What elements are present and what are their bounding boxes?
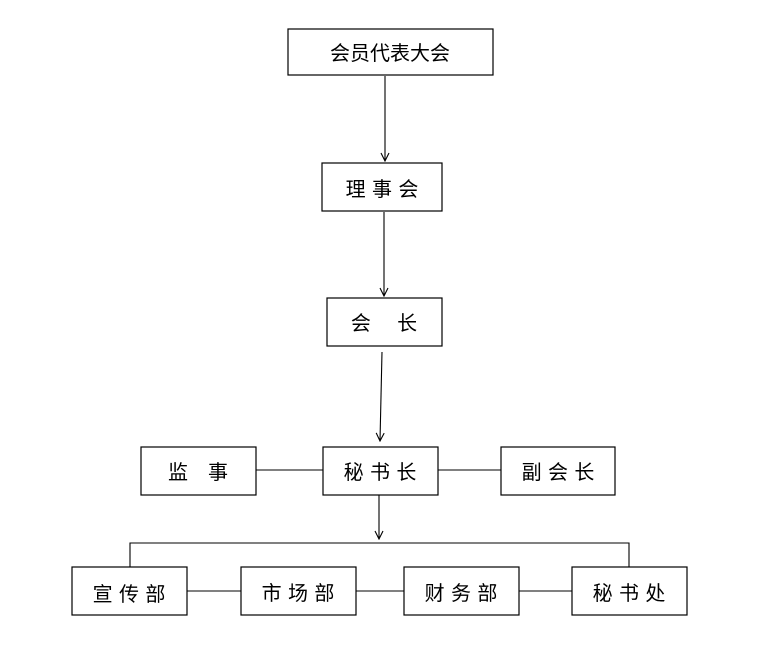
arrow-president-to-secretary-general xyxy=(380,351,382,441)
node-president: 会 长 xyxy=(326,297,443,347)
node-secretariat-label: 秘 书 处 xyxy=(593,581,666,605)
node-assembly: 会员代表大会 xyxy=(287,28,494,76)
node-council: 理 事 会 xyxy=(321,162,443,212)
node-market-dept-label: 市 场 部 xyxy=(262,581,335,605)
node-vice-president-label: 副 会 长 xyxy=(522,460,595,484)
node-market-dept: 市 场 部 xyxy=(240,566,357,616)
node-supervisor: 监 事 xyxy=(140,446,257,496)
node-publicity-dept-label: 宣 传 部 xyxy=(93,582,166,606)
node-publicity-dept: 宣 传 部 xyxy=(71,566,188,616)
node-secretary-general: 秘 书 长 xyxy=(322,446,439,496)
node-finance-dept: 财 务 部 xyxy=(403,566,520,616)
node-vice-president: 副 会 长 xyxy=(500,446,616,496)
node-finance-dept-label: 财 务 部 xyxy=(425,581,498,605)
node-secretariat: 秘 书 处 xyxy=(571,566,688,616)
node-secretary-general-label: 秘 书 长 xyxy=(344,460,417,484)
node-assembly-label: 会员代表大会 xyxy=(330,41,450,65)
node-president-label: 会 长 xyxy=(351,311,417,335)
node-supervisor-label: 监 事 xyxy=(168,460,228,484)
bracket-departments xyxy=(129,542,630,567)
node-council-label: 理 事 会 xyxy=(346,177,419,201)
